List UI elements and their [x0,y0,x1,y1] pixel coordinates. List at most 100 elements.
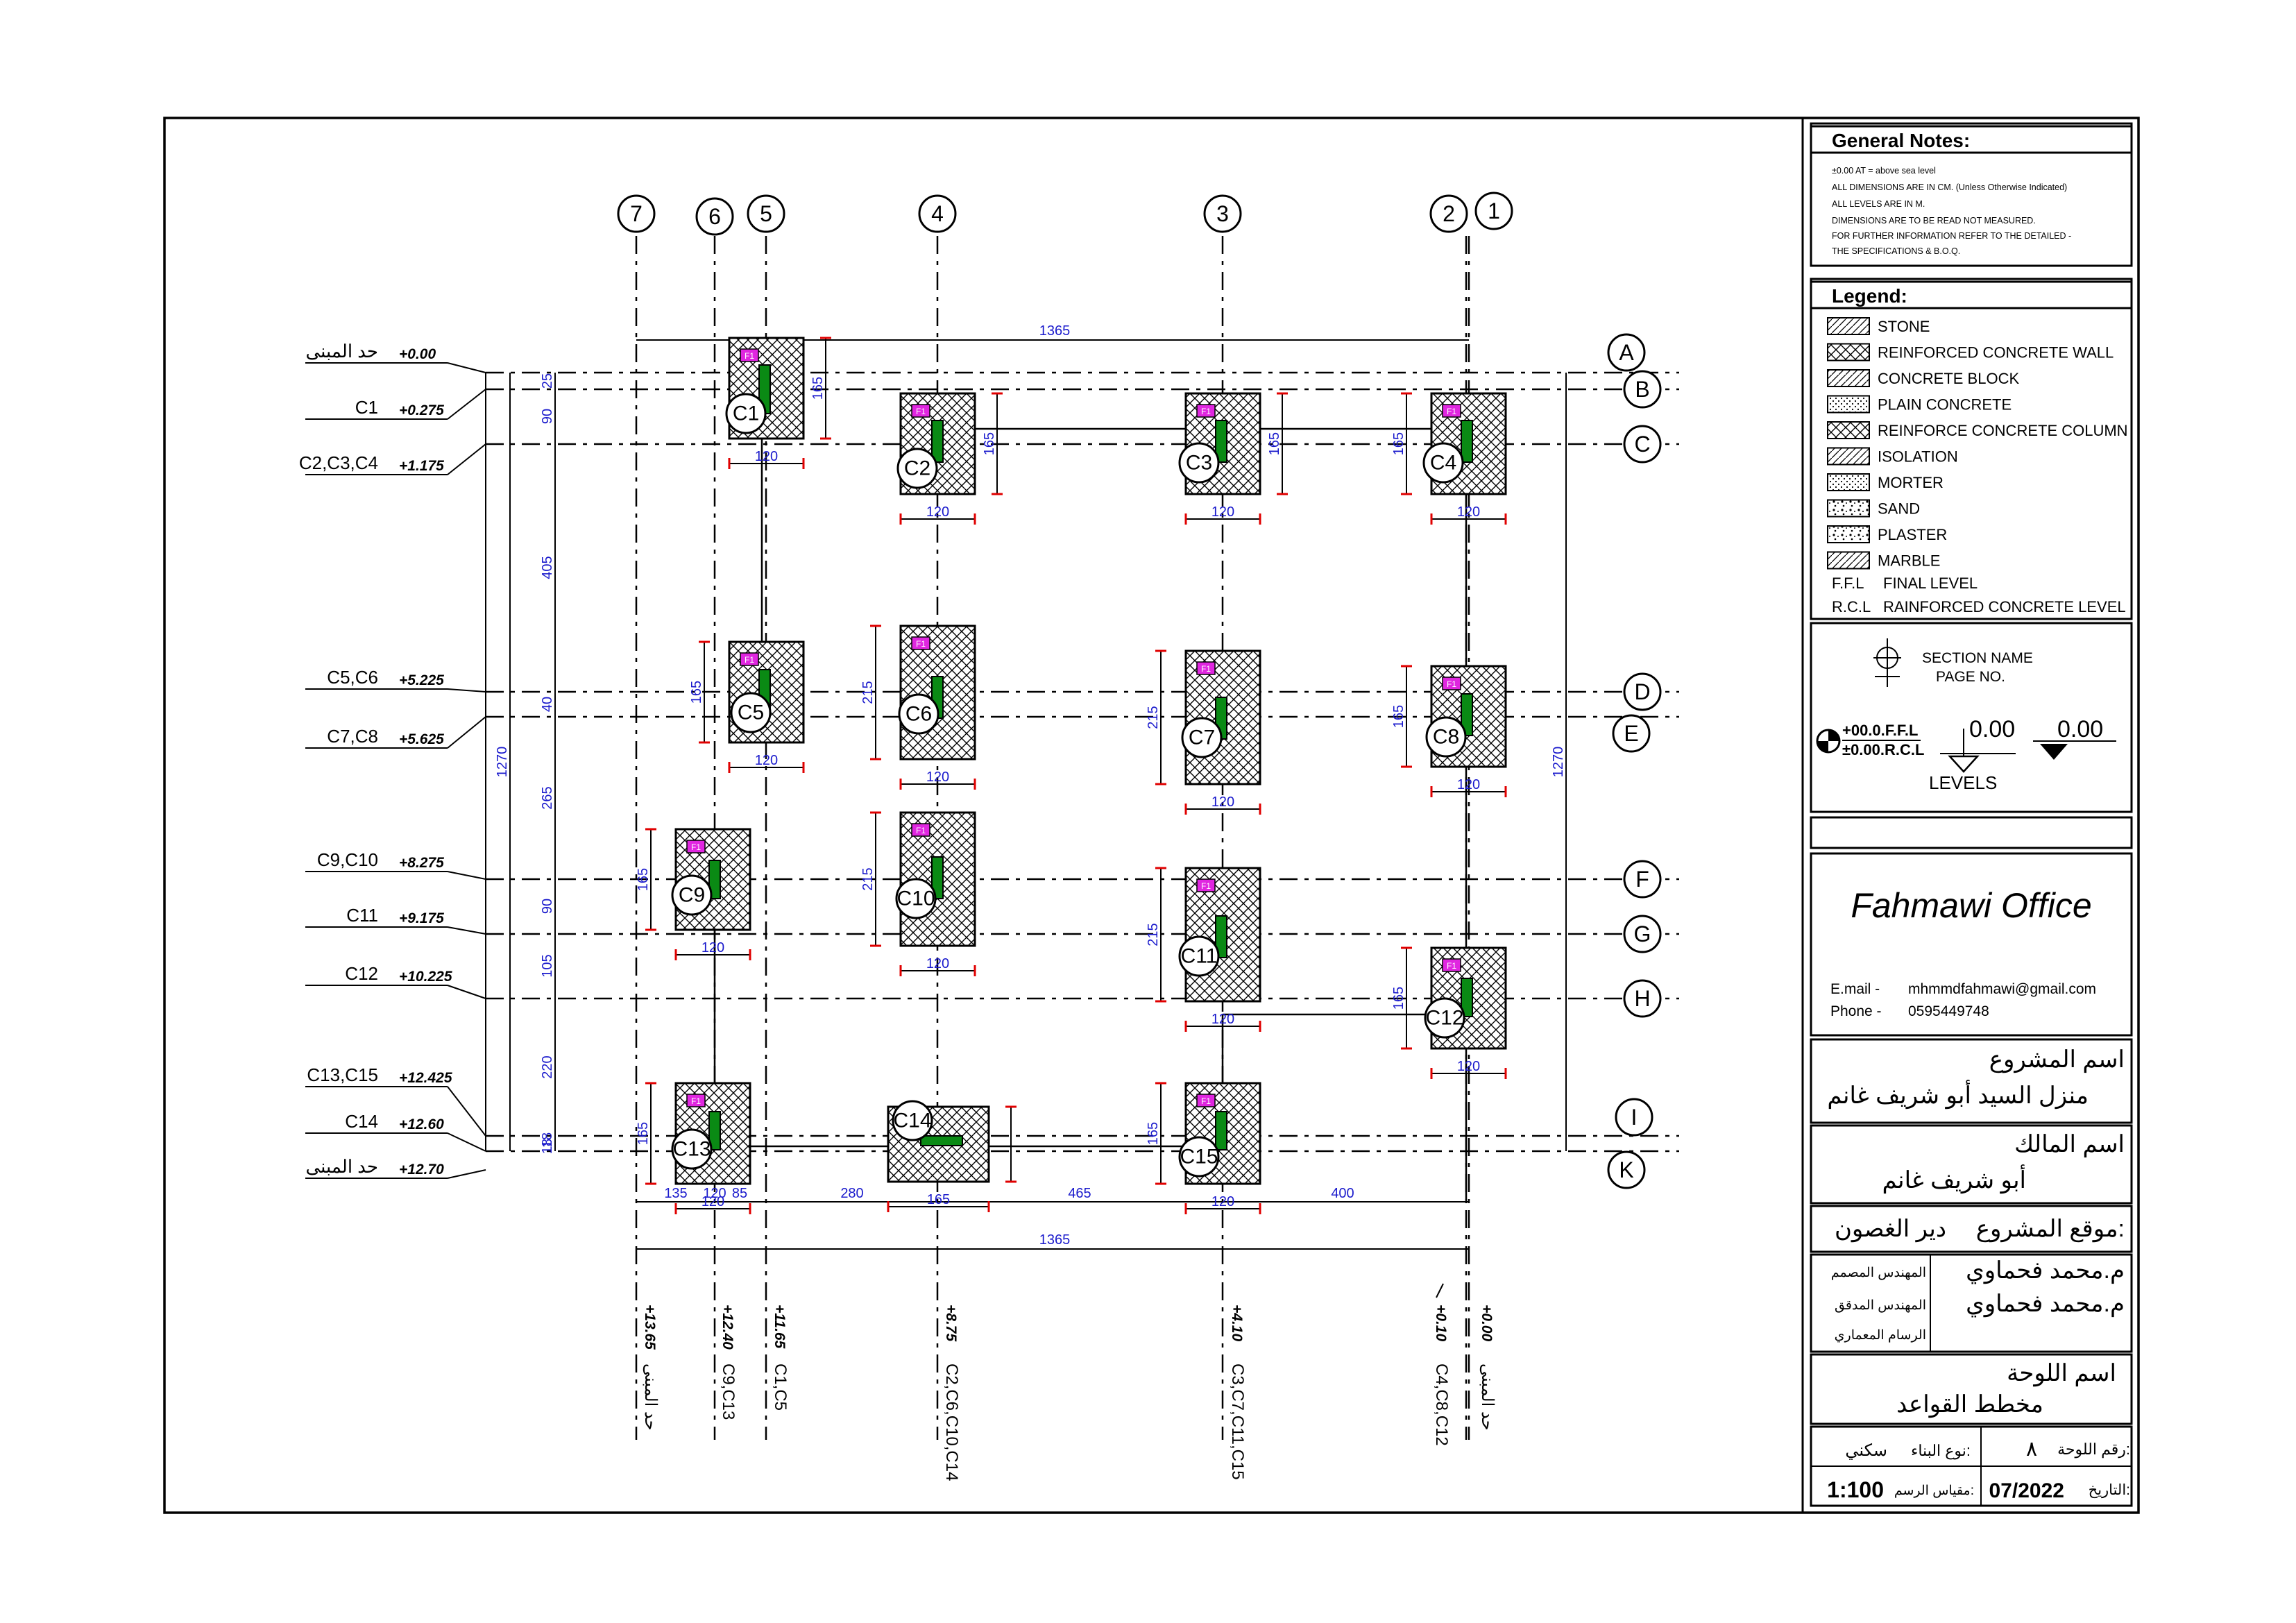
grid-label-G: G [1634,921,1651,946]
legend-item: MARBLE [1878,552,1940,570]
column-bubble [1178,442,1220,484]
dim-height: 165 [1391,705,1406,728]
column-bubble [896,448,938,489]
level-symbol-2: 0.00 [2057,716,2103,742]
levels-label: LEVELS [1929,772,1997,793]
footing-tag-label: F1 [745,655,754,665]
checker-role: المهندس المدقق [1835,1298,1926,1313]
dim-height: 215 [860,681,876,704]
legend-item: ISOLATION [1878,448,1958,466]
level-open-triangle-icon [1948,755,1980,773]
bottom-level-value: +13.65 [642,1305,658,1350]
dim-width: 120 [1211,504,1234,520]
legend-item: PLAIN CONCRETE [1878,396,2012,414]
section-symbol-icon [1873,638,1901,687]
level-name: C1 [355,397,378,418]
level-leader [447,1086,486,1137]
footing-tag [686,840,706,853]
footing-tag [1442,404,1461,418]
grid-label-F: F [1635,867,1649,892]
footing-tag-label: F1 [1201,407,1211,416]
date-value: 07/2022 [1989,1479,2064,1502]
dim-bottom-chain: 400 [1331,1186,1354,1201]
column [1461,978,1473,1017]
grid-bubble-1 [1474,192,1513,230]
level-leader [447,926,486,935]
project-name: منزل السيد أبو شريف غانم [1827,1080,2089,1110]
grid-label-6: 6 [708,204,721,229]
dim-height: 215 [860,867,876,890]
grid-label-H: H [1634,986,1650,1011]
type-value: سكني [1845,1441,1887,1460]
column [920,1135,963,1146]
dim-width: 120 [1457,1059,1480,1074]
dim-left-chain: 90 [540,899,555,914]
footing-tag-label: F1 [916,826,926,835]
bottom-level-name: C1,C5 [771,1363,790,1411]
grid-label-C: C [1634,432,1650,457]
column-label: C12 [1425,1007,1463,1030]
legend-item: REINFORCED CONCRETE WALL [1878,344,2114,362]
legend-title-box [1810,280,2133,309]
column-bubble [725,393,767,434]
title-block: General Notes:±0.00 AT = above sea level… [1810,122,2133,1507]
bottom-level-name: حد المبنى [1478,1363,1497,1430]
column-bubble [671,1128,713,1170]
level-value: +12.60 [399,1116,444,1132]
column-bubble [1178,1136,1220,1178]
column [1461,693,1473,736]
legend-box [1810,278,2133,620]
level-value: +12.425 [399,1070,452,1086]
designer-name: م.محمد فحماوي [1966,1257,2125,1284]
footing-tag [740,348,759,362]
column-label: C14 [893,1110,931,1132]
level-name: C7,C8 [327,726,378,747]
level-leader [447,985,486,999]
checker-name: م.محمد فحماوي [1966,1291,2125,1318]
legend-swatch [1827,317,1870,335]
grid-label-I: I [1631,1105,1638,1130]
grid-bubble-D [1623,672,1662,711]
footing-tag-label: F1 [1201,1096,1211,1106]
section-name-label: SECTION NAME [1922,650,2033,666]
dim-width: 120 [701,940,724,955]
dim-width: 120 [1211,794,1234,810]
footing-tag [911,636,930,650]
grid-label-E: E [1624,721,1638,746]
rcl-label: ±0.00.R.C.L [1842,741,1924,758]
legend-swatch [1827,343,1870,362]
footing-tag-label: F1 [745,351,754,361]
project-box [1810,1038,2133,1124]
grid-bubble-E [1612,714,1651,753]
grid-bubble-H [1623,979,1662,1018]
dim-left-chain: 405 [540,556,555,579]
column-label: C1 [733,402,759,425]
dim-left-chain: 90 [540,409,555,424]
grid-bubble-6 [695,197,734,236]
bottom-level-value: +0.00 [1479,1305,1495,1341]
blank-strip [1810,816,2133,849]
grid-bubble-A [1607,333,1646,372]
drafter-role: الرسام المعماري [1835,1328,1926,1343]
footing-tag-label: F1 [1201,881,1211,891]
footing-tag-label: F1 [1447,961,1456,971]
column-bubble [898,693,939,735]
footing-tag-label: F1 [1447,679,1456,689]
date-label: التاريخ: [2089,1482,2130,1499]
grid-label-K: K [1619,1157,1633,1182]
sheet-no: ٨ [2026,1438,2037,1461]
engineers-box [1810,1253,2133,1353]
dim-width: 120 [1211,1194,1234,1209]
grid-label-A: A [1619,340,1634,365]
footing-tag [911,823,930,837]
grid-label-4: 4 [931,201,944,226]
level-name: C5,C6 [327,667,378,688]
bottom-level-name: C3,C7,C11,C15 [1228,1363,1247,1480]
office-email: mhmmdfahmawi@gmail.com [1908,981,2096,997]
